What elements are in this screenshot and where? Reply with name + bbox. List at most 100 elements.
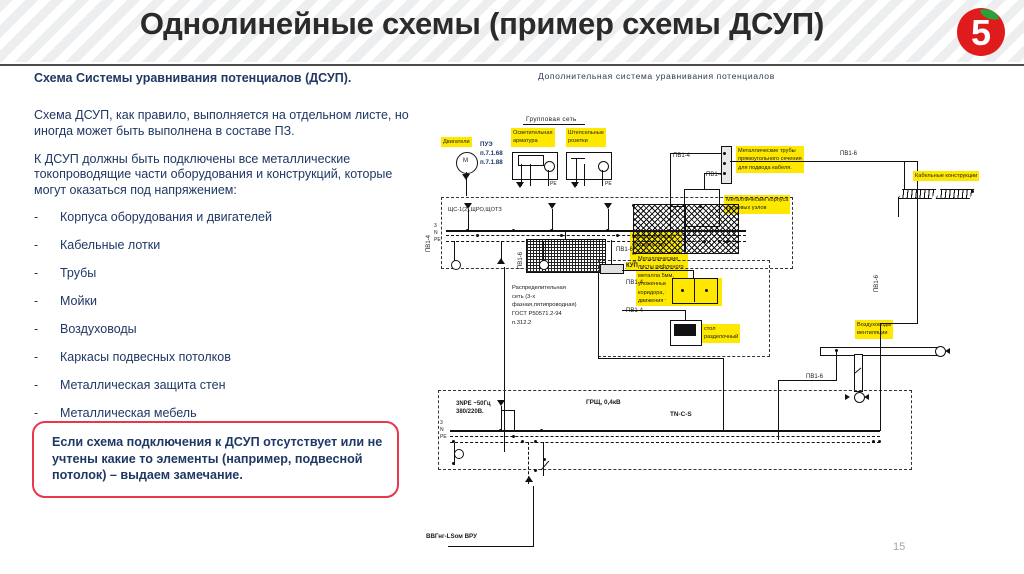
so-wire-1 bbox=[576, 158, 577, 186]
label-motors: Двигатели bbox=[441, 137, 472, 148]
connection-dot bbox=[723, 172, 726, 175]
pe-tag: PE bbox=[550, 181, 557, 187]
connection-dot bbox=[560, 234, 563, 237]
ventilation-duct-vertical bbox=[854, 354, 863, 392]
sink-divider bbox=[694, 278, 695, 302]
tag-pv14: ПВ1-4 bbox=[626, 308, 643, 314]
lamp-node-icon bbox=[544, 161, 555, 172]
ventilation-duct-horizontal bbox=[820, 347, 942, 356]
bullet-marker: - bbox=[34, 350, 39, 365]
valve-arrow-icon bbox=[845, 394, 850, 400]
label-supply-spec: 3NPE ~50Гц 380/220В. bbox=[456, 401, 491, 416]
warning-callout: Если схема подключения к ДСУП отсутствуе… bbox=[32, 421, 399, 498]
connection-dot bbox=[476, 234, 479, 237]
ground-triangle-icon bbox=[525, 476, 533, 482]
vent-feed-wire bbox=[778, 380, 836, 381]
socket-node-icon bbox=[598, 161, 609, 172]
floor-sheet-divider bbox=[684, 204, 686, 252]
list-item: -Кабельные лотки bbox=[34, 238, 416, 253]
cable-tray-symbol bbox=[897, 189, 937, 199]
list-item: -Воздуховоды bbox=[34, 322, 416, 337]
main-board-boundary bbox=[438, 390, 912, 470]
connection-dot bbox=[971, 190, 974, 193]
distribution-riser bbox=[504, 267, 505, 452]
section-lead: Схема Системы уравнивания потенциалов (Д… bbox=[34, 71, 352, 85]
label-cable-structures: Кабельные конструкции bbox=[913, 171, 980, 182]
list-item-label: Мойки bbox=[60, 294, 97, 309]
so-wire-pe bbox=[602, 170, 603, 186]
main-pe-bus bbox=[450, 442, 880, 444]
pe-tag: PE bbox=[605, 181, 612, 187]
header-chevron-pattern bbox=[0, 0, 1024, 62]
dn-branch-wire bbox=[501, 241, 502, 263]
list-item: -Металлическая мебель bbox=[34, 406, 416, 421]
connection-dot bbox=[668, 229, 671, 232]
pyaterochka-logo: 5 bbox=[955, 5, 1007, 57]
main-breaker-drop2 bbox=[514, 410, 515, 430]
tag-pv14: ПВ1-4 bbox=[673, 153, 690, 159]
kup-bottom-bus bbox=[598, 358, 723, 359]
main-breaker-drop bbox=[501, 406, 502, 430]
list-item: -Металлическая защита стен bbox=[34, 378, 416, 393]
connection-dot bbox=[705, 289, 708, 292]
connection-dot bbox=[534, 469, 537, 472]
motor-wire bbox=[466, 172, 467, 196]
ground-triangle-icon bbox=[462, 174, 470, 180]
cutting-table-top bbox=[674, 324, 696, 336]
pe-bus-line bbox=[446, 241, 746, 243]
connection-dot bbox=[726, 240, 729, 243]
connection-dot bbox=[723, 162, 726, 165]
connection-dot bbox=[872, 440, 875, 443]
connection-dot bbox=[512, 435, 515, 438]
kup-riser bbox=[611, 240, 612, 264]
list-item-label: Трубы bbox=[60, 266, 97, 281]
metal-pipe-symbol bbox=[721, 146, 732, 184]
connection-dot bbox=[723, 152, 726, 155]
slide-header: Однолинейные схемы (пример схемы ДСУП) 5 bbox=[0, 0, 1024, 66]
tag-pv16: ПВ1-6 bbox=[806, 374, 823, 380]
label-panel-ids: ЩС-1(2),ЩРО,ЩОТЗ bbox=[448, 207, 502, 213]
motor-letter: М bbox=[463, 158, 468, 164]
logo-digit: 5 bbox=[970, 12, 992, 53]
breaker-icon bbox=[497, 400, 505, 406]
label-kup: КУП bbox=[626, 262, 638, 271]
label-lighting-fixtures: Осветительная арматура bbox=[511, 128, 555, 147]
tag-pv16: ПВ1-6 bbox=[840, 151, 857, 157]
pipe-wire-bot bbox=[704, 173, 722, 174]
tray-riser bbox=[904, 161, 905, 189]
tag-pv14: ПВ1-4 bbox=[626, 280, 643, 286]
phase-bus-line bbox=[446, 230, 746, 232]
list-item: -Трубы bbox=[34, 266, 416, 281]
sink-symbol bbox=[672, 278, 718, 304]
lamp-icon bbox=[518, 155, 544, 166]
connection-dot bbox=[616, 234, 619, 237]
connection-dot bbox=[452, 440, 455, 443]
tag-pv16: ПВ1-6 bbox=[616, 247, 633, 253]
label-ventilation-ducts: Воздуховоды вентиляции bbox=[855, 320, 894, 339]
ground-triangle-icon bbox=[571, 182, 579, 188]
breaker-drop bbox=[608, 209, 609, 230]
page-number: 15 bbox=[893, 541, 906, 553]
list-item: -Каркасы подвесных потолков bbox=[34, 350, 416, 365]
kup-left-bus bbox=[598, 272, 599, 358]
sink-feed bbox=[622, 270, 694, 271]
connection-dot bbox=[550, 229, 553, 232]
label-metal-pipes: Металлические трубы прямоугольного сечен… bbox=[736, 146, 804, 174]
connection-dot bbox=[452, 462, 455, 465]
main-breaker-link bbox=[501, 410, 515, 411]
label-cutting-table: стол разделочный bbox=[702, 324, 741, 343]
valve-arrow-icon bbox=[945, 348, 950, 354]
pv16-right-drop bbox=[917, 161, 918, 323]
list-item-label: Металлическая мебель bbox=[60, 406, 197, 421]
connection-dot bbox=[632, 204, 635, 207]
bullet-marker: - bbox=[34, 322, 39, 337]
so-wire-2 bbox=[584, 164, 585, 186]
vent-drop bbox=[778, 380, 779, 440]
ground-triangle-icon bbox=[516, 182, 524, 188]
connection-dot bbox=[718, 240, 721, 243]
paragraph-2: К ДСУП должны быть подключены все металл… bbox=[34, 151, 393, 197]
list-item-label: Кабельные лотки bbox=[60, 238, 161, 253]
breaker-drop bbox=[468, 209, 469, 230]
tag-pv14: ПВ1-4 bbox=[706, 172, 723, 178]
connection-dot bbox=[512, 229, 515, 232]
